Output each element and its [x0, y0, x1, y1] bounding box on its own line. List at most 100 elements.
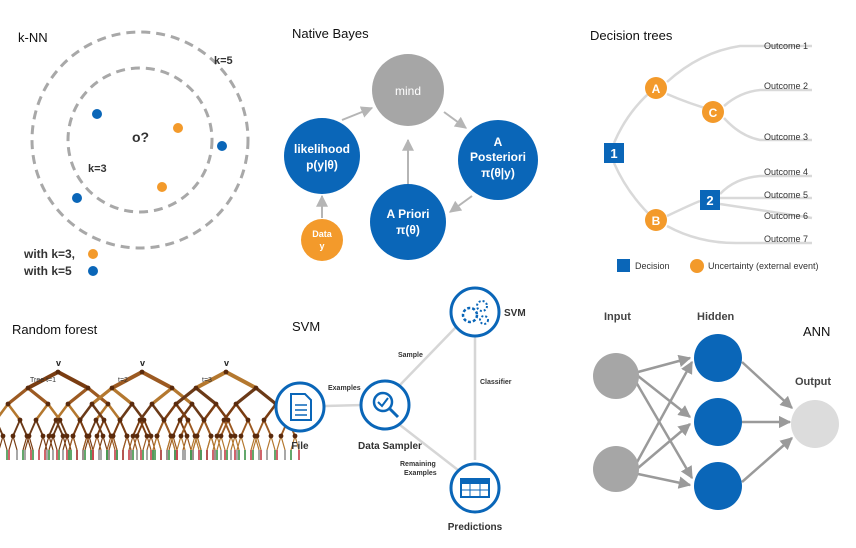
forest-branch	[58, 435, 64, 451]
forest-branch	[146, 435, 152, 451]
knn-point-blue	[92, 109, 102, 119]
forest-branch	[180, 435, 186, 451]
forest-node	[64, 433, 70, 439]
forest-branch	[28, 419, 37, 437]
forest-node	[85, 385, 91, 391]
forest-branch	[22, 435, 28, 451]
forest-branch	[26, 435, 32, 451]
forest-branch	[190, 403, 206, 421]
forest-branch	[82, 435, 88, 451]
forest-branch	[112, 419, 121, 437]
forest-branch	[254, 435, 260, 451]
forest-branch	[252, 435, 258, 451]
forest-node	[5, 401, 11, 407]
bayes-title: Native Bayes	[292, 26, 369, 41]
tree-legend-uncertainty: Uncertainty (external event)	[708, 261, 819, 271]
bayes-arrow	[341, 106, 374, 121]
forest-branch	[27, 370, 59, 390]
forest-branch	[42, 435, 48, 451]
bayes-likelihood-label: likelihood	[294, 142, 350, 156]
forest-title: Random forest	[12, 322, 98, 337]
tree-legend-uncertainty-swatch	[690, 259, 704, 273]
tree-outcome: Outcome 3	[764, 132, 808, 142]
forest-tree1-label: Tree t=1	[30, 377, 56, 384]
tree-outcome: Outcome 1	[764, 41, 808, 51]
forest-branch	[112, 435, 118, 451]
ann-hidden-label: Hidden	[697, 311, 735, 323]
forest-branch	[44, 435, 50, 451]
forest-branch	[110, 386, 134, 406]
forest-node	[169, 385, 175, 391]
svm-file-label: File	[291, 441, 309, 452]
forest-node	[109, 385, 115, 391]
forest-branch	[96, 435, 102, 451]
bayes-arrow	[449, 195, 473, 213]
forest-top-symbol: v	[224, 358, 229, 368]
forest-branch	[52, 435, 58, 451]
knn-k5-label: k=5	[214, 55, 233, 67]
forest-branch	[35, 419, 44, 437]
forest-branch	[194, 386, 218, 406]
forest-branch	[220, 435, 226, 451]
forest-branch	[8, 435, 14, 451]
forest-branch	[92, 435, 98, 451]
forest-branch	[230, 435, 236, 451]
ann-input-node	[593, 353, 639, 399]
forest-node	[33, 417, 39, 423]
forest-branch	[210, 435, 216, 451]
forest-node	[218, 433, 224, 439]
ann-panel: Input Hidden ANN Output	[593, 311, 839, 510]
forest-node	[208, 433, 214, 439]
forest-node	[134, 433, 140, 439]
svm-model-node	[449, 286, 501, 338]
tree-chance-node-c	[702, 101, 724, 123]
knn-query-label: o?	[132, 129, 149, 145]
forest-branch	[88, 419, 97, 437]
bayes-posteriori-line1: A	[494, 135, 503, 149]
forest-branch	[186, 435, 192, 451]
forest-branch	[111, 370, 143, 390]
ann-hidden-node	[694, 398, 742, 446]
forest-branch	[196, 435, 202, 451]
forest-branch	[103, 419, 112, 437]
forest-branch	[216, 435, 222, 451]
ann-output-node	[791, 400, 839, 448]
tree-node-b-label: B	[652, 214, 661, 228]
ann-input-label: Input	[604, 311, 631, 323]
knn-legend-blue-dot	[88, 266, 98, 276]
forest-branch	[66, 435, 72, 451]
forest-panel: Random forest Tree t=1 t=2 t=3 v v v	[0, 322, 300, 460]
forest-branch	[156, 435, 162, 451]
forest-node	[178, 433, 184, 439]
forest-branch	[263, 419, 272, 437]
knn-point-orange	[157, 182, 167, 192]
forest-node	[101, 417, 107, 423]
forest-branch	[276, 435, 282, 451]
forest-node	[185, 417, 191, 423]
knn-outer-ring	[30, 30, 250, 250]
forest-node	[225, 417, 231, 423]
forest-branch	[102, 435, 108, 451]
forest-branch	[136, 435, 142, 451]
svm-edge-remaining-2: Examples	[404, 470, 437, 477]
tree-outcome: Outcome 6	[764, 211, 808, 221]
forest-node	[139, 369, 145, 375]
forest-branch	[206, 435, 212, 451]
svm-sampler-label: Data Sampler	[358, 441, 422, 452]
forest-branch	[170, 435, 176, 451]
forest-branch	[86, 386, 110, 406]
forest-branch	[182, 435, 188, 451]
svm-predictions-label: Predictions	[448, 522, 503, 533]
forest-node	[45, 401, 51, 407]
forest-node	[194, 433, 200, 439]
forest-branch	[78, 403, 94, 421]
forest-node	[46, 433, 52, 439]
forest-node	[232, 433, 238, 439]
forest-node	[213, 401, 219, 407]
forest-node	[60, 433, 66, 439]
forest-branch	[68, 435, 74, 451]
ann-title: ANN	[803, 324, 830, 339]
forest-branch	[26, 386, 50, 406]
forest-node	[124, 433, 130, 439]
forest-node	[100, 433, 106, 439]
